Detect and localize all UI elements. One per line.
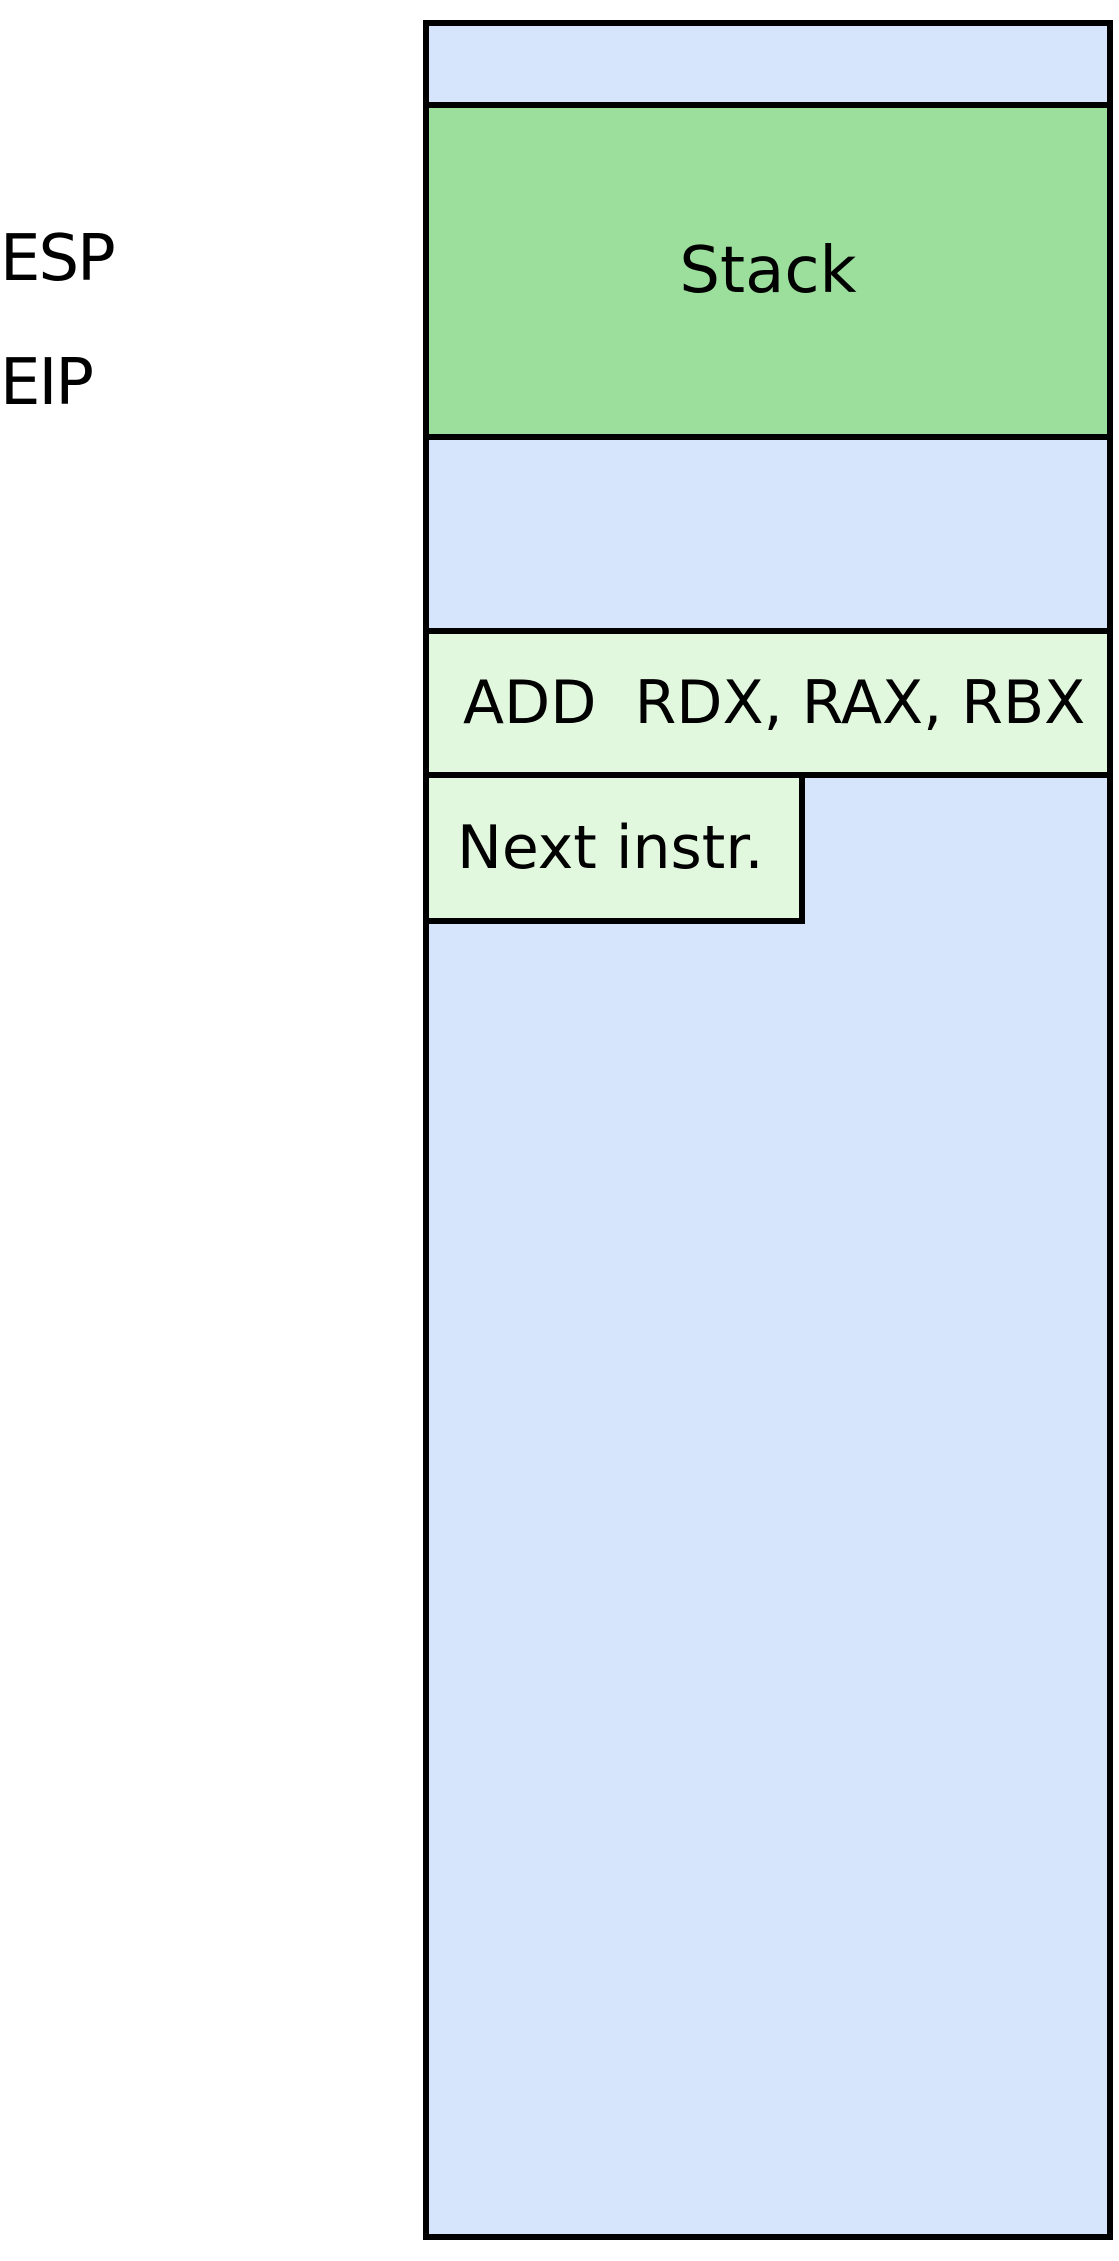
section-free-bottom [429,778,1107,2234]
section-free-middle [429,440,1107,628]
memory-column: Stack ADD RDX, RAX, RBX Next instr. [423,20,1113,2240]
section-current-instruction: ADD RDX, RAX, RBX [429,634,1107,772]
section-stack: Stack [429,108,1107,434]
next-instruction-text: Next instr. [457,813,764,883]
esp-register-label: ESP [0,222,116,296]
eip-register-label: EIP [0,346,94,420]
stack-label: Stack [679,234,857,308]
section-free-top [429,26,1107,102]
current-instruction-text: ADD RDX, RAX, RBX [463,668,1086,738]
section-next-instruction: Next instr. [429,778,805,924]
